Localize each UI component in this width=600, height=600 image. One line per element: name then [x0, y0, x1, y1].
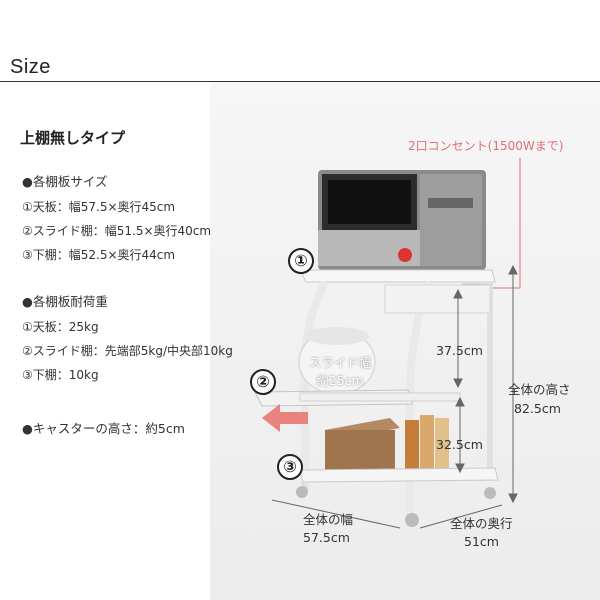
shelf-sizes-heading: ●各棚板サイズ [22, 174, 108, 189]
total-depth-value: 51cm [464, 534, 499, 549]
shelf-size-item: ③下棚：幅52.5×奥行44cm [22, 248, 176, 262]
marker-top-board: ① [288, 248, 314, 274]
caster-front-right [405, 513, 419, 527]
load-capacity-item: ②スライド棚：先端部5kg/中央部10kg [22, 344, 233, 358]
total-width-label: 全体の幅 [303, 512, 354, 527]
total-depth-dimension-line [419, 504, 503, 529]
slide-width-title: スライド幅 [308, 355, 372, 370]
middle-frame [299, 392, 461, 402]
rice-cooker [298, 327, 376, 395]
cardboard-box [325, 418, 400, 472]
shelf-size-item: ①天板：幅57.5×奥行45cm [22, 200, 176, 214]
marker-slide-shelf: ② [250, 369, 276, 395]
slide-width-label: スライド幅 約25cm [300, 354, 380, 390]
load-capacity-item: ①天板：25kg [22, 320, 99, 334]
total-depth-label: 全体の奥行 [450, 516, 513, 531]
caster-height: ●キャスターの高さ：約5cm [22, 421, 185, 436]
page-title: Size [10, 56, 51, 78]
microwave-oven [318, 170, 486, 270]
outlet-label: 2口コンセント(1500Wまで) [408, 139, 564, 153]
top-board [299, 269, 496, 283]
caster-back-right [484, 487, 496, 499]
bottles [405, 415, 449, 470]
total-width-value: 57.5cm [303, 530, 350, 545]
shelf-size-item: ②スライド棚：幅51.5×奥行40cm [22, 224, 212, 238]
total-height-value: 82.5cm [514, 401, 561, 416]
total-width-dimension-line [271, 499, 401, 529]
lower-gap-value: 32.5cm [436, 437, 483, 452]
back-panel [384, 284, 491, 314]
load-capacity-item: ③下棚：10kg [22, 368, 99, 382]
marker-bottom-shelf: ③ [277, 454, 303, 480]
header-divider [0, 81, 600, 82]
total-height-label: 全体の高さ [508, 382, 571, 397]
caster-front-left [296, 486, 308, 498]
product-photo-background [210, 82, 600, 600]
upper-gap-value: 37.5cm [436, 343, 483, 358]
type-title: 上棚無しタイプ [20, 129, 126, 147]
load-capacity-heading: ●各棚板耐荷重 [22, 294, 108, 309]
bottom-board [299, 467, 499, 483]
slide-width-value: 約25cm [316, 373, 364, 388]
pull-out-arrow-icon [262, 404, 308, 432]
